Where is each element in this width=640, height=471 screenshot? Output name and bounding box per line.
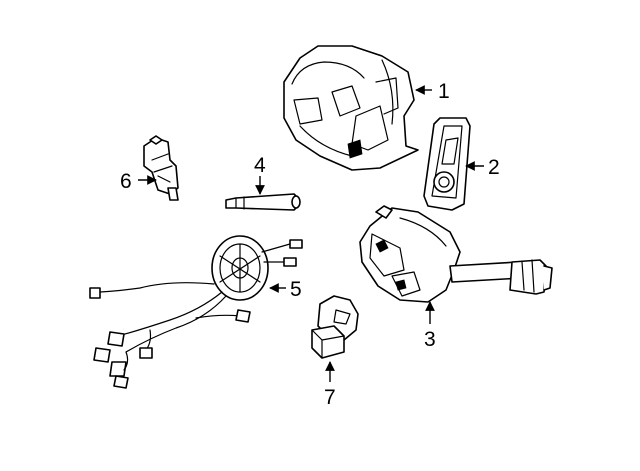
callout-1: 1 <box>438 80 450 103</box>
callout-7: 7 <box>324 386 336 409</box>
callout-3: 3 <box>424 328 436 351</box>
callout-5: 5 <box>290 278 302 301</box>
leader-lines <box>138 85 484 382</box>
part-1-column-shroud <box>283 45 419 171</box>
callout-4: 4 <box>254 154 266 177</box>
callout-2: 2 <box>488 156 500 179</box>
part-4-rod <box>225 193 301 211</box>
part-7-connector <box>311 295 359 359</box>
part-6-lock-cylinder <box>143 135 179 201</box>
part-3-combination-switch <box>359 205 553 303</box>
callout-6: 6 <box>120 170 132 193</box>
part-5-clockspring-harness <box>89 235 303 389</box>
part-2-switch-bezel <box>423 117 471 211</box>
callout-labels: 1 2 3 4 5 6 7 <box>120 80 500 409</box>
